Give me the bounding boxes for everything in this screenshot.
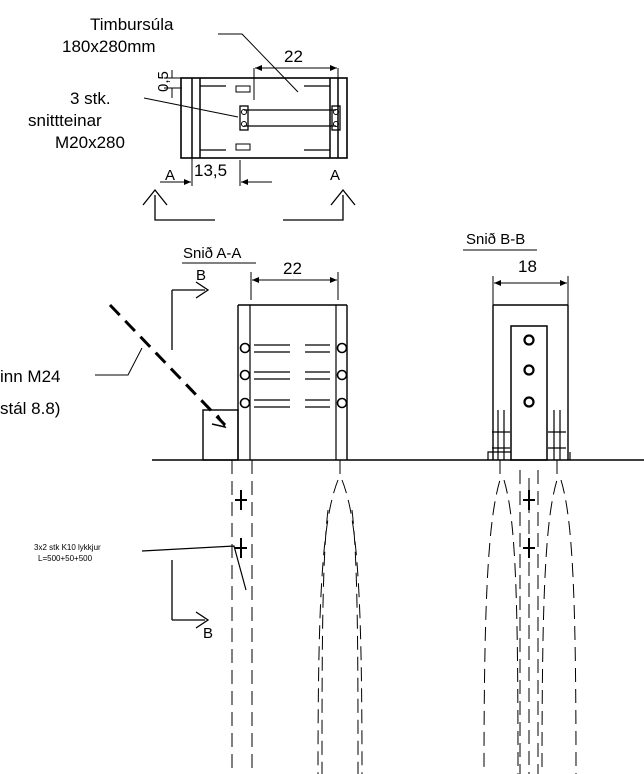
section-mark-b-bottom: B	[203, 625, 213, 642]
section-mark-b-top: B	[196, 267, 206, 284]
steel-plates-plan	[191, 78, 339, 158]
section-mark-a-left: A	[165, 167, 175, 184]
dim-width-bb	[492, 276, 569, 305]
section-mark-a-right: A	[330, 167, 340, 184]
anchor-label-line1: inn M24	[0, 367, 60, 386]
threaded-rods-plan	[239, 105, 341, 131]
rebar-label-line2: L=500+50+500	[38, 554, 93, 563]
column-label-leader	[218, 33, 299, 93]
top-view: 0,5 22 13,5 A A Timbursúla 180x280mm 3 s…	[28, 15, 356, 221]
dim-width-top-label: 22	[284, 47, 303, 66]
rebar-label-line1: 3x2 stk K10 lykkjur	[34, 543, 101, 552]
rebar-section-bb	[483, 460, 577, 774]
column-section-aa	[202, 304, 348, 461]
anchor-label-line2: stál 8.8)	[0, 399, 60, 418]
anchor-label-leader	[95, 347, 143, 376]
dim-width-aa-label: 22	[283, 259, 302, 278]
dim-gap-label: 0,5	[155, 71, 172, 92]
section-aa-title: Snið A-A	[183, 245, 241, 262]
rebar-section-aa	[231, 460, 363, 774]
dim-width-aa	[250, 272, 339, 300]
dim-offset	[160, 158, 272, 186]
dim-gap-lines	[164, 70, 182, 98]
section-aa: Snið A-A 22	[0, 245, 363, 774]
column-label-line1: Timbursúla	[90, 15, 174, 34]
dim-width-bb-label: 18	[518, 257, 537, 276]
rods-label-line2: snittteinar	[28, 111, 102, 130]
rods-label-line1: 3 stk.	[70, 89, 111, 108]
column-label-line2: 180x280mm	[62, 37, 156, 56]
dim-offset-label: 13,5	[194, 161, 227, 180]
column-section-bb	[487, 304, 571, 461]
section-bb-title: Snið B-B	[466, 231, 525, 248]
rods-label-line3: M20x280	[55, 133, 125, 152]
column-plan-outline	[180, 77, 348, 159]
section-bb: Snið B-B 18	[463, 231, 577, 774]
section-a-cut-marks	[142, 188, 356, 221]
rods-label-leader	[143, 97, 239, 118]
section-b-cut-line	[108, 281, 227, 629]
dim-width-top	[253, 65, 339, 100]
rebar-label-leader	[141, 545, 247, 591]
